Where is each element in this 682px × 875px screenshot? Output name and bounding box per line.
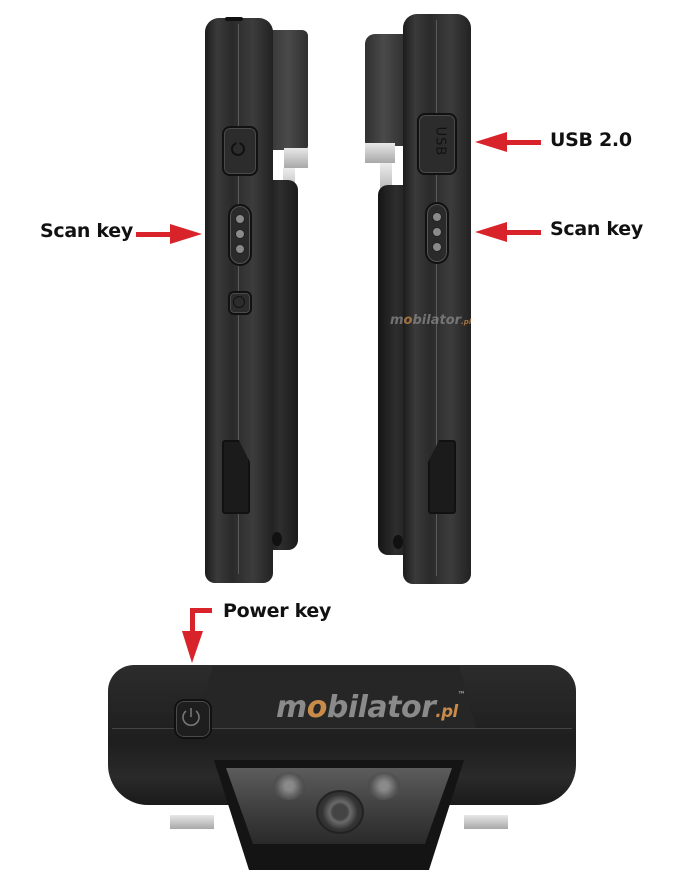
arrow-down-icon (182, 608, 212, 663)
power-icon (231, 141, 245, 156)
scan-key-dot (432, 227, 442, 237)
arrow-right-icon (136, 224, 202, 244)
label-power-key: Power key (223, 600, 332, 622)
small-button-ring (233, 296, 245, 308)
scanner-lens (316, 790, 364, 834)
label-left-scan-key: Scan key (40, 220, 133, 242)
left-scan-key[interactable] (228, 204, 252, 266)
right-metal-hinge (380, 163, 392, 189)
trademark: ™ (457, 690, 466, 699)
scan-key-dot (432, 242, 442, 252)
arrow-left-icon (475, 222, 541, 242)
right-scan-key[interactable] (425, 202, 449, 264)
left-metal-bracket (284, 148, 308, 168)
power-icon (182, 708, 200, 726)
scan-key-dot (235, 244, 245, 254)
scan-key-dot (235, 229, 245, 239)
left-top-notch (225, 17, 243, 21)
scan-key-dot (432, 212, 442, 222)
brand-logo: mobilator.pl™ (276, 690, 466, 725)
left-clip-contact (170, 815, 214, 829)
right-brand-watermark: mobilator.pl (390, 313, 472, 328)
label-right-scan-key: Scan key (550, 218, 643, 240)
scanner-led-right (368, 772, 400, 800)
top-view-edge-line (112, 728, 572, 729)
power-key[interactable] (174, 699, 212, 739)
left-small-button[interactable] (228, 291, 252, 315)
usb-port-label: USB (432, 126, 448, 157)
right-seam-line (436, 20, 437, 576)
left-side-hole (272, 532, 282, 546)
right-side-hole (393, 535, 403, 549)
usb-port-cover[interactable]: USB (417, 113, 457, 175)
label-usb: USB 2.0 (550, 129, 632, 151)
left-side-button[interactable] (222, 126, 258, 176)
scan-key-dot (235, 214, 245, 224)
right-clip-contact (464, 815, 508, 829)
scanner-led-left (273, 772, 305, 800)
top-view-raised-band (196, 666, 476, 728)
arrow-left-icon (475, 132, 541, 152)
right-metal-bracket (365, 143, 395, 163)
